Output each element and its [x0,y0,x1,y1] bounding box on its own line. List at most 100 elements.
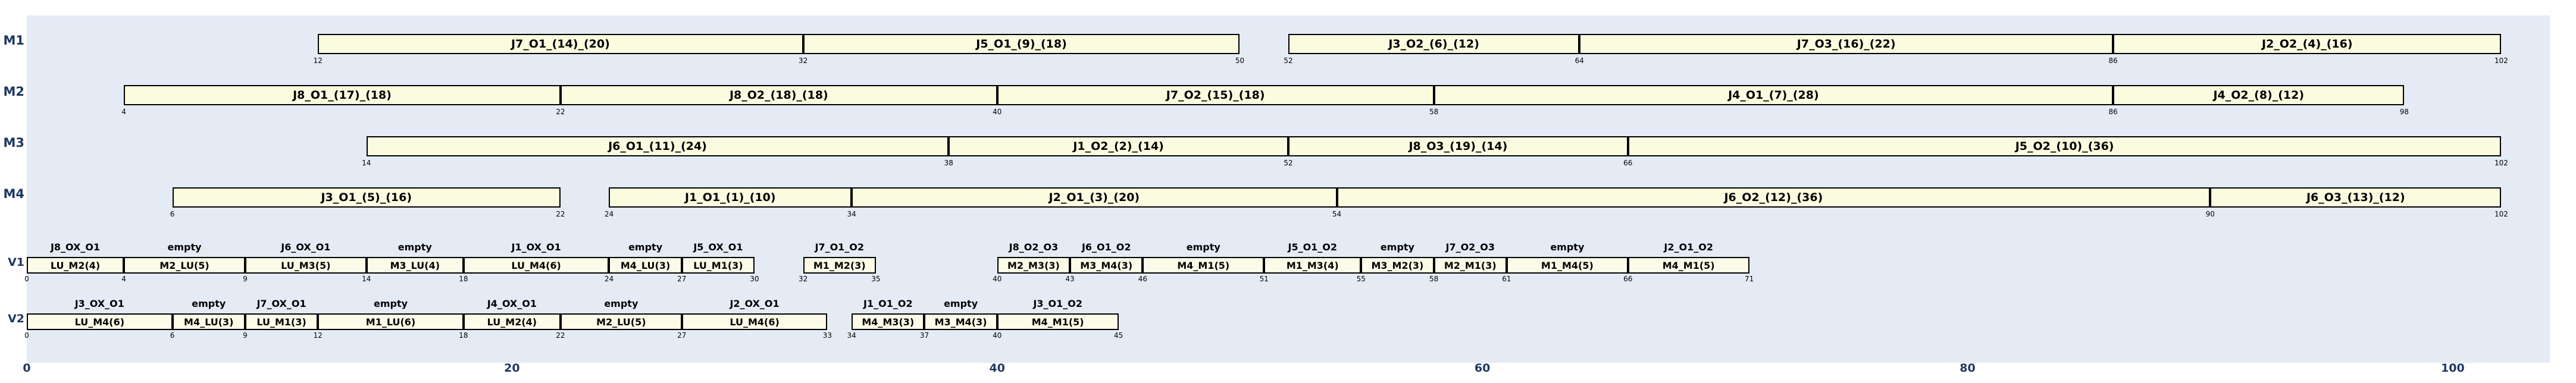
gantt-bar[interactable]: J1_O2_(2)_(14) [949,136,1288,156]
gantt-bar-label: M1_M2(3) [813,259,866,271]
gantt-bar[interactable]: M4_LU(3) [609,257,682,274]
gantt-bar[interactable]: LU_M4(6) [27,313,173,330]
row-tick-label: 102 [2494,159,2508,167]
gantt-bar[interactable]: LU_M4(6) [681,313,828,330]
row-label-m3: M3 [3,136,24,150]
gantt-bar[interactable]: J1_O1_(1)_(10) [609,187,852,208]
gantt-bar-label: M2_LU(5) [159,259,209,271]
gantt-bar[interactable]: J6_O3_(13)_(12) [2210,187,2502,208]
gantt-bar[interactable]: M1_LU(6) [318,313,464,330]
gantt-bar[interactable]: M2_M3(3) [997,257,1071,274]
gantt-bar[interactable]: M3_M4(3) [1070,257,1143,274]
gantt-bar[interactable]: M2_LU(5) [124,257,245,274]
gantt-bar-label: J1_O1_(1)_(10) [685,191,776,204]
row-tick-label: 4 [121,108,126,116]
gantt-bar[interactable]: M1_M2(3) [803,257,876,274]
gantt-bar-annotation: empty [397,241,432,253]
gantt-bar[interactable]: LU_M4(6) [463,257,609,274]
gantt-bar[interactable]: J7_O1_(14)_(20) [318,34,803,54]
gantt-bar[interactable]: J8_O1_(17)_(18) [124,85,561,105]
gantt-bar[interactable]: J3_O2_(6)_(12) [1288,34,1580,54]
gantt-bar[interactable]: M4_M1(5) [1627,257,1749,274]
row-tick-label: 12 [313,331,323,340]
gantt-bar-label: J7_O2_(15)_(18) [1166,89,1265,102]
gantt-bar[interactable]: M4_M1(5) [1143,257,1264,274]
gantt-bar-label: M1_M3(4) [1286,259,1339,271]
row-tick-label: 71 [1744,275,1754,283]
x-axis-tick-label: 20 [504,362,520,375]
row-tick-label: 86 [2108,108,2118,116]
gantt-bar[interactable]: M3_M4(3) [924,313,997,330]
row-tick-label: 52 [1284,56,1293,65]
gantt-bar[interactable]: J4_O1_(7)_(28) [1433,85,2114,105]
gantt-bar[interactable]: J5_O2_(10)_(36) [1627,136,2502,156]
gantt-bar[interactable]: LU_M2(4) [463,313,561,330]
gantt-bar-annotation: J6_OX_O1 [281,241,331,253]
row-tick-label: 40 [993,331,1002,340]
row-tick-label: 9 [243,275,248,283]
gantt-bar[interactable]: J8_O3_(19)_(14) [1288,136,1628,156]
x-axis-tick-label: 40 [989,362,1005,375]
row-tick-label: 22 [556,108,565,116]
gantt-bar[interactable]: M1_M3(4) [1264,257,1361,274]
gantt-bar[interactable]: J5_O1_(9)_(18) [803,34,1240,54]
gantt-bar[interactable]: M3_LU(4) [366,257,464,274]
gantt-bar[interactable]: M4_M3(3) [852,313,925,330]
gantt-bar[interactable]: M4_M1(5) [997,313,1119,330]
gantt-bar-annotation: empty [1550,241,1585,253]
gantt-bar[interactable]: J7_O2_(15)_(18) [997,85,1434,105]
gantt-bar-annotation: J8_OX_O1 [50,241,101,253]
gantt-bar[interactable]: LU_M2(4) [27,257,124,274]
x-axis-tick-label: 0 [23,362,31,375]
gantt-bar-annotation: J7_O2_O3 [1445,241,1495,253]
gantt-bar[interactable]: J4_O2_(8)_(12) [2113,85,2405,105]
gantt-bar[interactable]: J6_O2_(12)_(36) [1336,187,2211,208]
row-tick-label: 58 [1429,275,1439,283]
gantt-bar-label: M1_M4(5) [1541,259,1594,271]
gantt-bar-label: M3_M4(3) [1080,259,1133,271]
row-tick-label: 32 [798,56,808,65]
gantt-bar[interactable]: J8_O2_(18)_(18) [560,85,997,105]
gantt-bar-label: M4_M3(3) [862,316,915,328]
gantt-bar[interactable]: J7_O3_(16)_(22) [1579,34,2114,54]
gantt-bar-label: J6_O2_(12)_(36) [1724,191,1823,204]
gantt-bar[interactable]: M3_M2(3) [1361,257,1434,274]
row-tick-label: 14 [362,275,371,283]
gantt-bar-label: M2_M1(3) [1444,259,1497,271]
row-tick-label: 27 [677,275,687,283]
gantt-bar[interactable]: M2_M1(3) [1433,257,1507,274]
gantt-bar[interactable]: J3_O1_(5)_(16) [172,187,561,208]
gantt-bar[interactable]: J2_O2_(4)_(16) [2113,34,2502,54]
gantt-bar-label: M4_M1(5) [1662,259,1715,271]
gantt-bar-label: M1_LU(6) [365,316,416,328]
row-tick-label: 45 [1113,331,1123,340]
row-label-v2: V2 [8,312,24,325]
gantt-bar-annotation: J4_OX_O1 [487,298,537,309]
gantt-bar-label: J5_O2_(10)_(36) [2015,140,2114,153]
gantt-bar[interactable]: J6_O1_(11)_(24) [366,136,949,156]
gantt-bar-label: M4_LU(3) [184,316,234,328]
gantt-bar-label: M3_M2(3) [1371,259,1424,271]
row-tick-label: 24 [604,275,614,283]
gantt-bar-annotation: empty [604,298,638,309]
gantt-bar-label: LU_M2(4) [50,259,101,271]
row-tick-label: 24 [604,210,614,218]
row-tick-label: 90 [2205,210,2215,218]
gantt-bar-label: J3_O2_(6)_(12) [1388,37,1479,51]
gantt-bar-annotation: J2_O1_O2 [1664,241,1713,253]
gantt-bar[interactable]: M1_M4(5) [1506,257,1628,274]
gantt-bar[interactable]: M2_LU(5) [560,313,682,330]
row-tick-label: 34 [847,331,856,340]
gantt-bar[interactable]: J2_O1_(3)_(20) [852,187,1337,208]
gantt-bar[interactable]: LU_M1(3) [681,257,755,274]
gantt-bar-label: M4_M1(5) [1177,259,1230,271]
gantt-bar-annotation: J3_O1_O2 [1033,298,1082,309]
row-tick-label: 6 [170,331,175,340]
gantt-bar[interactable]: M4_LU(3) [172,313,245,330]
row-tick-label: 32 [798,275,808,283]
gantt-bar[interactable]: LU_M1(3) [245,313,318,330]
row-tick-label: 30 [750,275,759,283]
gantt-bar[interactable]: LU_M3(5) [245,257,367,274]
gantt-bar-annotation: J1_OX_O1 [511,241,561,253]
row-tick-label: 54 [1332,210,1342,218]
